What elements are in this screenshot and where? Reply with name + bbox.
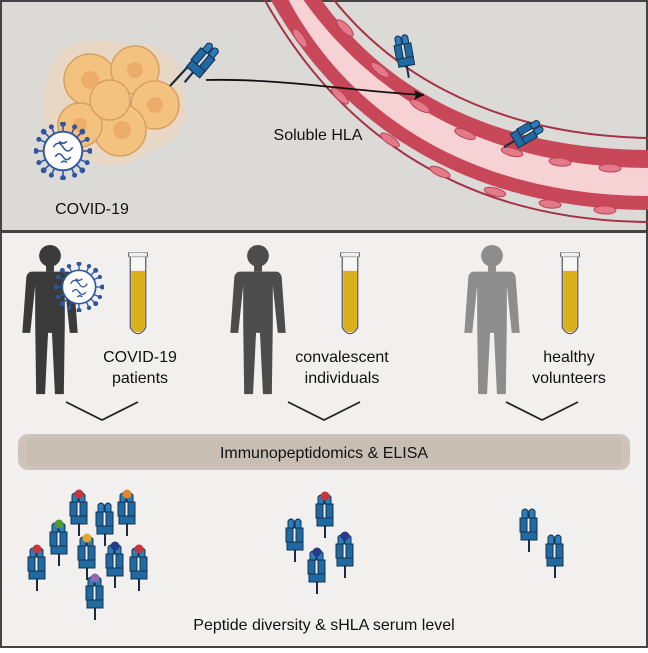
virus-icon [54, 262, 104, 312]
peptide [74, 489, 84, 499]
peptide [122, 489, 132, 499]
test-tube-icon [339, 252, 361, 335]
peptide [134, 544, 144, 554]
cohort-label-line1: healthy [543, 349, 595, 366]
bracket [65, 401, 139, 422]
cohort-convalescent: convalescent individuals [230, 244, 389, 422]
method-label: Immunopeptidomics & ELISA [220, 445, 428, 462]
peptide [312, 547, 322, 557]
tumor-cells-icon [43, 40, 186, 166]
bracket [287, 401, 361, 422]
arrow-label: Soluble HLA [274, 127, 363, 144]
cohort-label-line2: volunteers [532, 370, 606, 387]
cohort-healthy: healthy volunteers [464, 244, 606, 422]
peptide [110, 541, 120, 551]
top-panel: Soluble HLA COVID-19 [0, 0, 648, 232]
peptide [90, 573, 100, 583]
virus-icon [34, 122, 92, 180]
peptide [340, 531, 350, 541]
blood-vessel-icon [263, 0, 648, 223]
bracket [505, 401, 579, 422]
peptide [54, 519, 64, 529]
method-band: Immunopeptidomics & ELISA [18, 434, 630, 470]
cohort-patients: COVID-19 patients [22, 244, 177, 422]
cohort-label-line1: COVID-19 [103, 349, 177, 366]
peptide [320, 491, 330, 501]
test-tube-icon [559, 252, 581, 335]
cohort-label-line2: individuals [305, 370, 380, 387]
bottom-panel: COVID-19 patients convalescent individua… [0, 231, 648, 648]
release-arrowhead [414, 90, 424, 100]
hla-cluster-convalescent [285, 491, 354, 595]
bottom-caption: Peptide diversity & sHLA serum level [193, 617, 454, 634]
peptide [32, 544, 42, 554]
cohort-label-line1: convalescent [295, 349, 389, 366]
disease-label: COVID-19 [55, 201, 129, 218]
cohort-label-line2: patients [112, 370, 168, 387]
release-arrow [205, 78, 425, 96]
test-tube-icon [127, 252, 149, 335]
hla-cluster-patients [27, 489, 148, 621]
peptide [82, 533, 92, 543]
